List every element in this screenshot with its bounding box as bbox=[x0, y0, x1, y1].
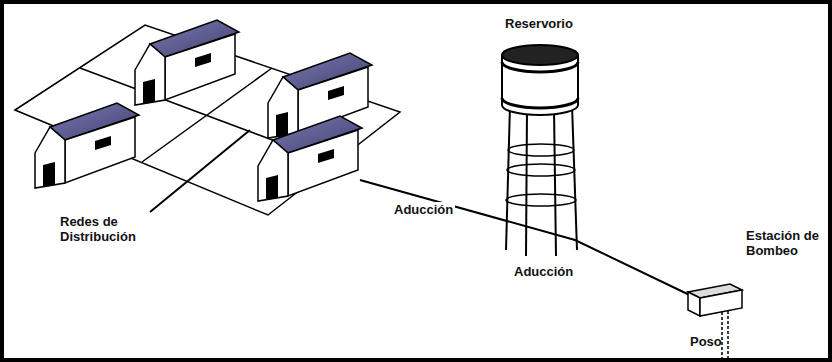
pump-station bbox=[688, 284, 742, 316]
leader-line bbox=[150, 130, 250, 212]
part-label: Estación de Bombeo bbox=[746, 228, 826, 258]
part-label: Reservorio bbox=[505, 16, 573, 31]
reservoir-tower bbox=[502, 45, 578, 256]
house bbox=[135, 20, 239, 105]
pipe-label: Aducción bbox=[392, 202, 455, 217]
part-label: Redes de Distribución bbox=[60, 214, 160, 244]
well bbox=[722, 311, 728, 360]
adduction-pipe bbox=[360, 180, 700, 300]
pipe-label: Aducción bbox=[512, 264, 575, 279]
part-label: Poso bbox=[690, 334, 722, 349]
house bbox=[35, 103, 139, 188]
house bbox=[258, 116, 362, 201]
